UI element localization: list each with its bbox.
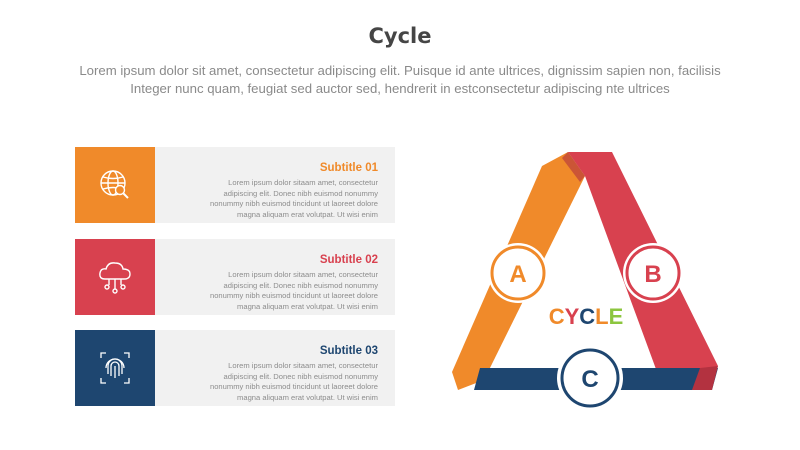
item-body-line: Lorem ipsum dolor sitaam amet, consectet… — [228, 361, 378, 370]
item-body-line: Lorem ipsum dolor sitaam amet, consectet… — [228, 178, 378, 187]
icon-box-3 — [75, 330, 155, 406]
center-letter: L — [595, 304, 608, 329]
page-title: Cycle — [368, 24, 432, 48]
item-body-line: magna aliquam erat volutpat. Ut wisi eni… — [237, 301, 378, 311]
item-body-line: nonummy nibh euismod tincidunt ut laoree… — [209, 291, 378, 300]
item-row-1: Subtitle 01 Lorem ipsum dolor sitaam ame… — [75, 147, 395, 223]
item-body-1: Lorem ipsum dolor sitaam amet, consectet… — [178, 178, 378, 220]
item-body-2: Lorem ipsum dolor sitaam amet, consectet… — [178, 270, 378, 312]
cycle-fold-shadow — [562, 152, 585, 182]
item-body-line: magna aliquam erat volutpat. Ut wisi eni… — [237, 392, 378, 402]
cycle-node-b: B — [623, 243, 683, 303]
item-body-line: Lorem ipsum dolor sitaam amet, consectet… — [228, 270, 378, 279]
page-description: Lorem ipsum dolor sit amet, consectetur … — [40, 62, 760, 98]
node-label-c: C — [581, 366, 598, 393]
cycle-center-label: CYCLE — [549, 304, 624, 329]
cycle-node-a: A — [488, 243, 548, 303]
item-body-line: magna aliquam erat volutpat. Ut wisi eni… — [237, 209, 378, 219]
description-line-2: Integer nunc quam, feugiat sed auctor se… — [130, 81, 670, 96]
cycle-node-c: C — [557, 345, 623, 411]
globe-search-icon — [100, 170, 129, 199]
cloud-network-icon — [99, 262, 131, 294]
center-letter: Y — [565, 304, 580, 329]
center-letter: C — [579, 304, 595, 329]
cycle-fold-shadow-bottom — [692, 366, 718, 390]
item-row-3: Subtitle 03 Lorem ipsum dolor sitaam ame… — [75, 330, 395, 406]
item-body-line: nonummy nibh euismod tincidunt ut laoree… — [209, 382, 378, 391]
item-body-line: adipiscing elit. Donec nibh euismod nonu… — [223, 371, 379, 381]
item-body-3: Lorem ipsum dolor sitaam amet, consectet… — [178, 361, 378, 403]
node-label-b: B — [644, 261, 661, 288]
item-subtitle-3: Subtitle 03 — [319, 345, 378, 357]
icon-box-1 — [75, 147, 155, 223]
item-subtitle-1: Subtitle 01 — [319, 162, 378, 174]
center-letter: E — [609, 304, 624, 329]
node-label-a: A — [509, 261, 526, 288]
item-body-line: adipiscing elit. Donec nibh euismod nonu… — [223, 280, 379, 290]
item-body-line: nonummy nibh euismod tincidunt ut laoree… — [209, 199, 378, 208]
center-letter: C — [549, 304, 565, 329]
item-row-2: Subtitle 02 Lorem ipsum dolor sitaam ame… — [75, 239, 395, 315]
item-subtitle-2: Subtitle 02 — [319, 254, 378, 266]
description-line-1: Lorem ipsum dolor sit amet, consectetur … — [79, 63, 721, 78]
fingerprint-icon — [100, 352, 130, 384]
item-body-line: adipiscing elit. Donec nibh euismod nonu… — [223, 188, 379, 198]
cycle-diagram: A B C CYCLE — [452, 152, 718, 411]
icon-box-2 — [75, 239, 155, 315]
